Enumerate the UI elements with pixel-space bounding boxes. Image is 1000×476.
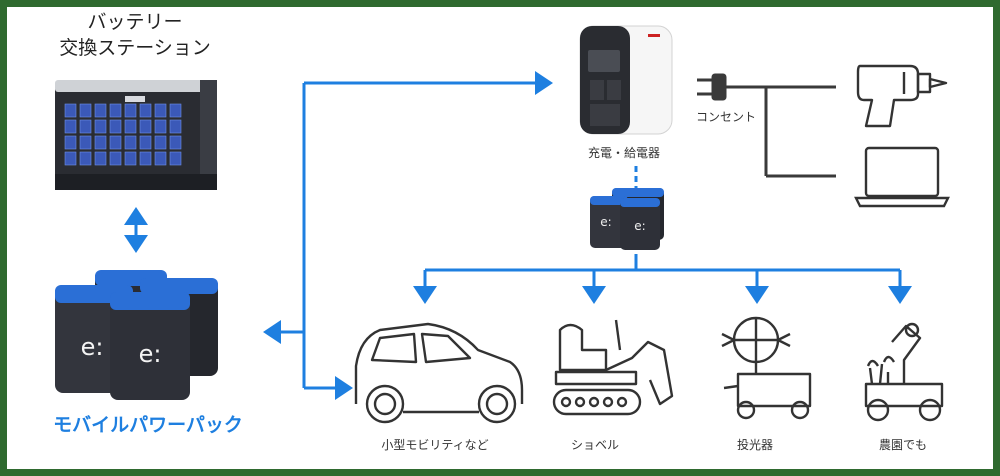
small-pack-image: e: e:: [590, 188, 664, 250]
pack-logo-2: e:: [139, 340, 162, 368]
drill-icon: [856, 64, 948, 128]
farm-robot-icon: [864, 322, 944, 422]
application-label-floodlight: 投光器: [736, 438, 773, 452]
application-label-mobility: 小型モビリティなど: [381, 438, 489, 452]
charger-image: [579, 25, 673, 135]
svg-text:e:: e:: [600, 215, 611, 229]
application-label-shovel: ショベル: [570, 438, 619, 452]
power-cord: [764, 85, 836, 178]
pack-connection-arrows: [263, 71, 553, 400]
mobile-power-pack-image: e: e:: [55, 270, 218, 400]
car-icon: [354, 322, 524, 424]
station-title-line1: バッテリー: [87, 11, 183, 33]
pack-logo-1: e:: [81, 333, 104, 361]
laptop-icon: [854, 146, 950, 208]
station-title-line2: 交換ステーション: [59, 37, 211, 59]
charger-label: 充電・給電器: [587, 146, 660, 160]
application-label-farm: 農園でも: [878, 438, 927, 452]
plug-icon: [697, 73, 766, 101]
excavator-icon: [552, 319, 674, 416]
distribution-arrows: [413, 254, 912, 304]
outlet-label: コンセント: [695, 110, 756, 124]
pack-title: モバイルパワーパック: [53, 414, 243, 436]
floodlight-icon: [721, 316, 812, 420]
battery-swap-station: [55, 80, 217, 190]
svg-text:e:: e:: [634, 219, 645, 233]
